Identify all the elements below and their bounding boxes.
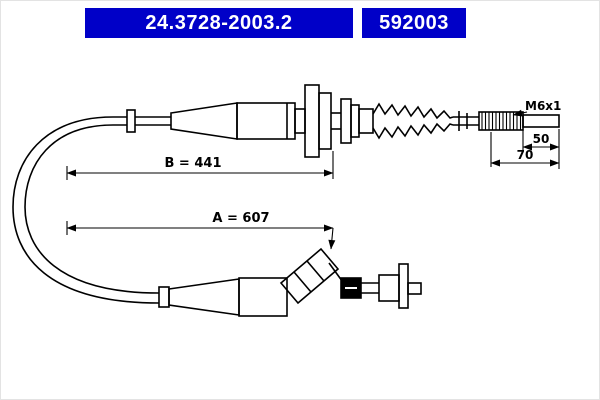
mounting-flange-small bbox=[318, 92, 332, 150]
angled-boot bbox=[279, 247, 340, 305]
reference-number-badge: 592003 bbox=[362, 8, 466, 38]
thread-size-label: M6x1 bbox=[525, 99, 561, 113]
dimension-a: A = 607 bbox=[66, 211, 336, 250]
dim-a-label: A = 607 bbox=[212, 211, 269, 226]
lower-cable-assembly bbox=[158, 247, 422, 317]
cable-loop bbox=[12, 116, 160, 304]
threaded-rod-end bbox=[478, 111, 560, 131]
clevis-cross-arm bbox=[407, 282, 422, 295]
upper-conduit-cone bbox=[170, 102, 238, 140]
rod-tip bbox=[522, 114, 560, 128]
dimension-b: B = 441 bbox=[66, 151, 334, 180]
dim-70-label: 70 bbox=[517, 148, 534, 162]
clevis-body bbox=[378, 274, 400, 302]
corrugated-boot bbox=[372, 102, 454, 140]
clevis-cross-bar bbox=[398, 263, 409, 309]
part-number-badge: 24.3728-2003.2 bbox=[85, 8, 353, 38]
thread-callout: M6x1 bbox=[512, 99, 561, 117]
dim-b-label: B = 441 bbox=[165, 156, 222, 171]
lower-conduit-body bbox=[238, 277, 288, 317]
header: 24.3728-2003.2 592003 bbox=[85, 8, 466, 38]
upper-end-collar bbox=[126, 109, 136, 133]
mounting-flange-large bbox=[304, 84, 320, 158]
dimension-70: 70 bbox=[490, 132, 560, 167]
dim-50-label: 50 bbox=[533, 132, 550, 146]
lower-conduit-cone bbox=[168, 278, 240, 316]
upper-cable-assembly bbox=[126, 84, 479, 158]
lower-end-collar bbox=[158, 286, 170, 308]
